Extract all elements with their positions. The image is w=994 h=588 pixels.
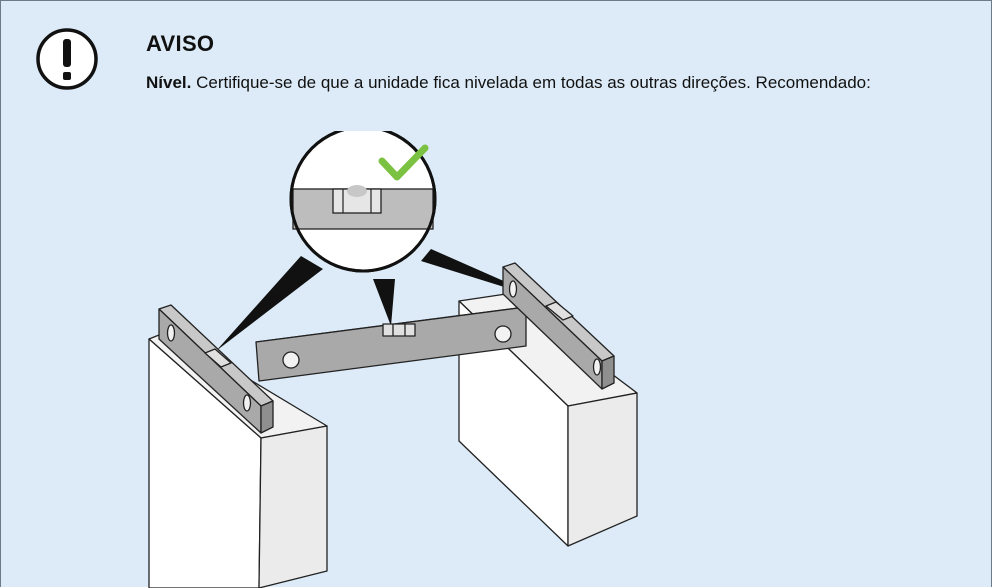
right-spirit-level: [502, 262, 615, 390]
notice-body: Certifique-se de que a unidade fica nive…: [196, 73, 871, 92]
left-spirit-level: [158, 304, 274, 434]
notice-lead: Nível.: [146, 73, 192, 92]
exclamation-icon: [36, 28, 98, 90]
level-illustration: [148, 131, 638, 588]
check-icon: [378, 144, 429, 181]
notice-text: Nível. Certifique-se de que a unidade fi…: [146, 71, 971, 95]
magnifier-callout: [289, 131, 437, 273]
notice-title: AVISO: [146, 31, 215, 56]
middle-spirit-level: [255, 306, 537, 382]
